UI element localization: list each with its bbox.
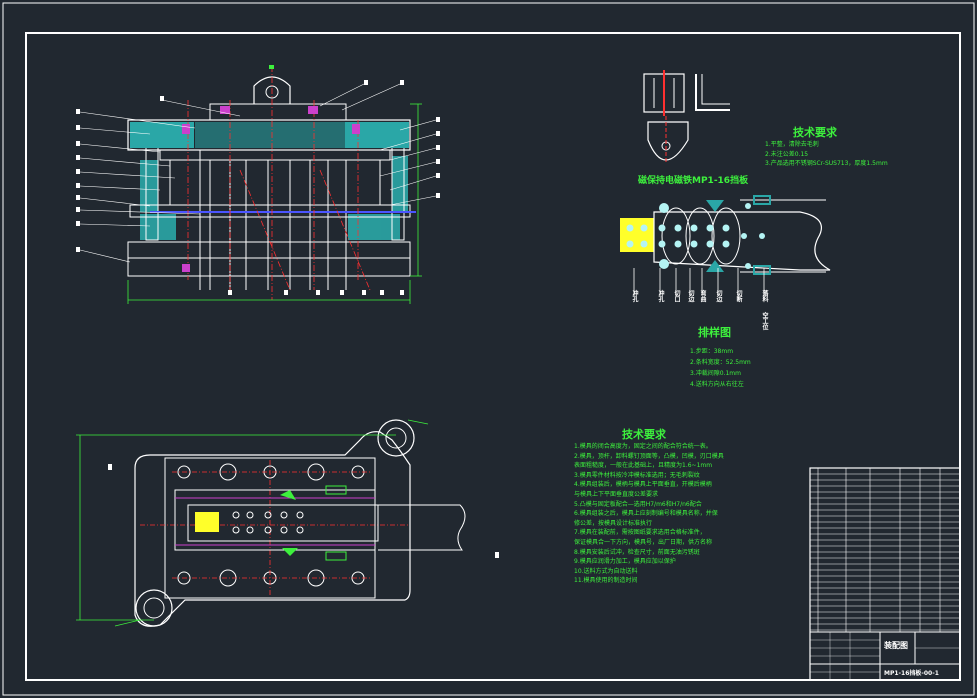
tech-req-main-line: 1.模具的闭合高度为，固定之间的配合符合统一表。 (574, 443, 712, 450)
tech-req-main-line: 2.模具，顶杆，卸料螺钉顶面等，凸模，凹模，刃口模具 (574, 452, 724, 460)
tech-req-main-line: 3.模具零件材料按冷冲模标准选用；无毛刺裂纹 (574, 471, 700, 479)
tech-req-top-line: 3.产品选用不锈钢SCr-SUS713，厚度1.5mm (765, 160, 888, 168)
station-label: 冲孔 (631, 290, 638, 302)
tech-req-main-line: 7.模具在装配前，需按图纸要求选用合格标准件， (574, 529, 706, 537)
station-label: 切口 (673, 290, 680, 302)
tech-req-main-line: 8.模具安装后试冲，检查尺寸，前面无油污锈斑 (574, 548, 700, 556)
tech-req-main-line: 9.模具应润滑力加工，模具应加以保护 (574, 558, 676, 566)
tech-req-main-line: 保证模具合一下方向，模具号，出厂日期，供方名称 (574, 538, 713, 546)
station-label: 切断 (735, 290, 742, 302)
tech-req-top-line: 1.平整，清除去毛刺 (765, 141, 819, 148)
station-labels: 冲孔 冲孔 切口 切边 弯曲 切边 切断 落料 (630, 290, 780, 330)
drawing-name: 装配图 (884, 641, 908, 650)
tech-req-main-line: 11.模具使用的制造时间 (574, 577, 638, 585)
strip-layout-title: 排样图 (698, 326, 731, 339)
tech-req-main-line: 修公差，按模具设计标准执行 (574, 519, 653, 527)
strip-layout-notes: 排样图 1.步距：38mm 2.条料宽度：52.5mm 3.冲裁间隙0.1mm … (690, 324, 751, 390)
plan-view (76, 419, 499, 627)
tech-req-main-line: 10.送料方式为自动送料 (574, 567, 638, 575)
tech-req-main-line: 表面粗糙度，一般在此基础上，且精度为1.6~1mm (574, 462, 713, 470)
tech-req-main-line: 6.模具组装之后，模具上应刻制编号和模具名称，并保 (574, 510, 718, 518)
station-label: 冲孔 (657, 290, 664, 302)
station-label: 切边 (687, 290, 694, 302)
tech-req-main-line: 5.凸模与固定板配合—选用H7/m6和H7/n6配合 (574, 500, 702, 508)
inner-frame (25, 32, 961, 681)
tech-req-top-line: 2.未注公差0.15 (765, 150, 809, 158)
tech-req-top-title: 技术要求 (793, 126, 837, 139)
strip-layout-line: 2.条料宽度：52.5mm (690, 359, 751, 366)
strip-layout-line: 4.送料方向从右往左 (690, 381, 744, 388)
part-view-title: 磁保持电磁铁MP1-16挡板 (638, 176, 749, 186)
extra-station-label: 空工位 (761, 312, 768, 330)
tech-req-main-line: 与模具上下平面垂直度公差要求 (574, 490, 659, 498)
station-label: 切边 (715, 290, 722, 302)
front-section-view (76, 65, 440, 304)
strip-layout-drawing (620, 195, 831, 296)
strip-layout-line: 1.步距：38mm (690, 348, 734, 355)
tech-req-main-title: 技术要求 (622, 428, 666, 441)
part-view (643, 70, 730, 164)
station-label: 弯曲 (699, 290, 706, 302)
strip-layout-line: 3.冲裁间隙0.1mm (690, 370, 741, 377)
tech-req-main-line: 4.模具组装后，模柄与模具上平面垂直，开模后模柄 (574, 481, 712, 489)
station-label: 落料 (761, 290, 768, 302)
tech-req-top: 技术要求 1.平整，清除去毛刺 2.未注公差0.15 3.产品选用不锈钢SCr-… (765, 124, 888, 169)
title-block (809, 467, 961, 681)
drawing-number: MP1-16挡板-00-1 (884, 670, 939, 677)
tech-req-main: 技术要求 1.模具的闭合高度为，固定之间的配合符合统一表。 2.模具，顶杆，卸料… (574, 426, 724, 586)
